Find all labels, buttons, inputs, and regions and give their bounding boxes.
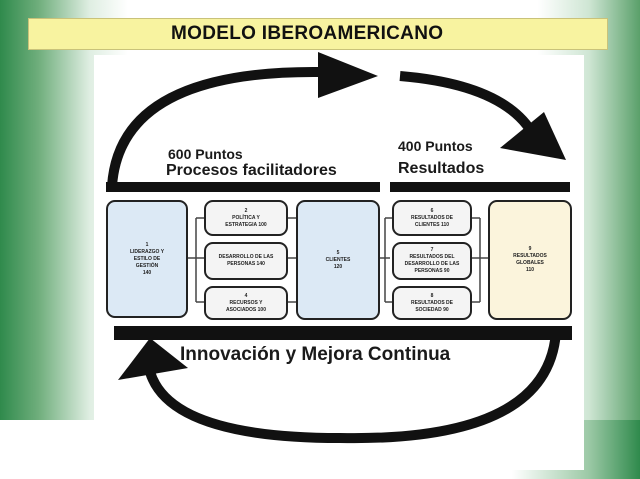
innovation-label: Innovación y Mejora Continua (180, 344, 451, 365)
right-points: 400 Puntos (398, 138, 473, 154)
left-points: 600 Puntos (168, 146, 243, 162)
top-arc (107, 66, 321, 187)
top-arrowhead (318, 52, 378, 98)
connectors (188, 217, 488, 303)
bottom-bar (114, 326, 572, 340)
left-header-label: Procesos facilitadores (166, 162, 337, 179)
left-header-bar (106, 182, 380, 192)
bottom-arc (145, 331, 561, 444)
page-title: MODELO IBEROAMERICANO (171, 23, 444, 44)
right-header-bar (390, 182, 570, 192)
right-header-label: Resultados (398, 160, 485, 177)
bottom-arrowhead (118, 338, 188, 380)
right-arrowhead (500, 112, 566, 160)
title-banner: MODELO IBEROAMERICANO (28, 18, 608, 50)
